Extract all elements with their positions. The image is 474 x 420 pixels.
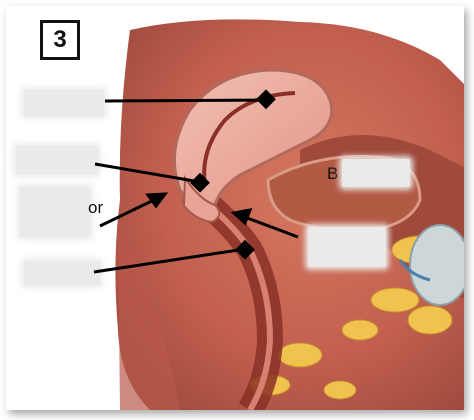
diagram-card: 3 or B A bbox=[6, 6, 464, 410]
label-box-3 bbox=[20, 187, 90, 237]
label-3-fragment: or bbox=[88, 198, 104, 217]
label-box-4 bbox=[24, 261, 100, 285]
label-box-1 bbox=[24, 90, 104, 116]
label-box-6 bbox=[308, 227, 386, 267]
pubic-bone bbox=[409, 224, 464, 306]
label-box-5 bbox=[342, 159, 410, 187]
uterus bbox=[172, 68, 334, 210]
panel-number: 3 bbox=[40, 20, 80, 60]
blue-vessel bbox=[398, 259, 431, 282]
label-box-2 bbox=[16, 146, 98, 174]
label-5-fragment: B bbox=[327, 164, 339, 183]
